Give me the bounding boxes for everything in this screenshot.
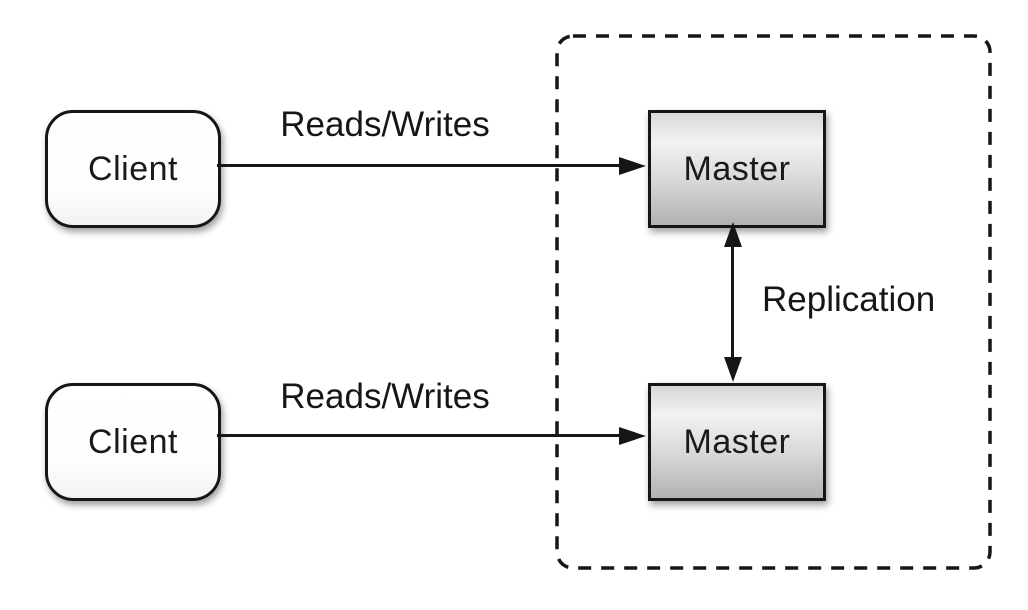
arrow-right-icon	[619, 427, 646, 445]
replication-boundary	[555, 34, 992, 570]
arrow-replication	[724, 222, 742, 382]
arrow-reads-writes-bottom	[217, 427, 646, 445]
node-client-top-label: Client	[88, 149, 178, 188]
label-replication: Replication	[762, 280, 936, 319]
arrow-reads-writes-top	[217, 157, 646, 175]
node-client-bottom: Client	[45, 383, 221, 501]
node-client-bottom-label: Client	[88, 422, 178, 461]
node-master-bottom-label: Master	[683, 422, 791, 461]
arrow-right-icon	[619, 157, 646, 175]
replication-boundary-rect	[555, 34, 992, 570]
label-reads-writes-bottom: Reads/Writes	[280, 377, 490, 416]
label-reads-writes-top: Reads/Writes	[280, 105, 490, 144]
arrow-line	[731, 238, 734, 366]
node-master-top-label: Master	[683, 149, 791, 188]
arrow-line	[217, 434, 628, 437]
arrow-line	[217, 164, 628, 167]
arrow-up-icon	[724, 222, 742, 247]
node-client-top: Client	[45, 110, 221, 228]
arrow-down-icon	[724, 357, 742, 382]
node-master-bottom: Master	[648, 383, 826, 501]
node-master-top: Master	[648, 110, 826, 228]
